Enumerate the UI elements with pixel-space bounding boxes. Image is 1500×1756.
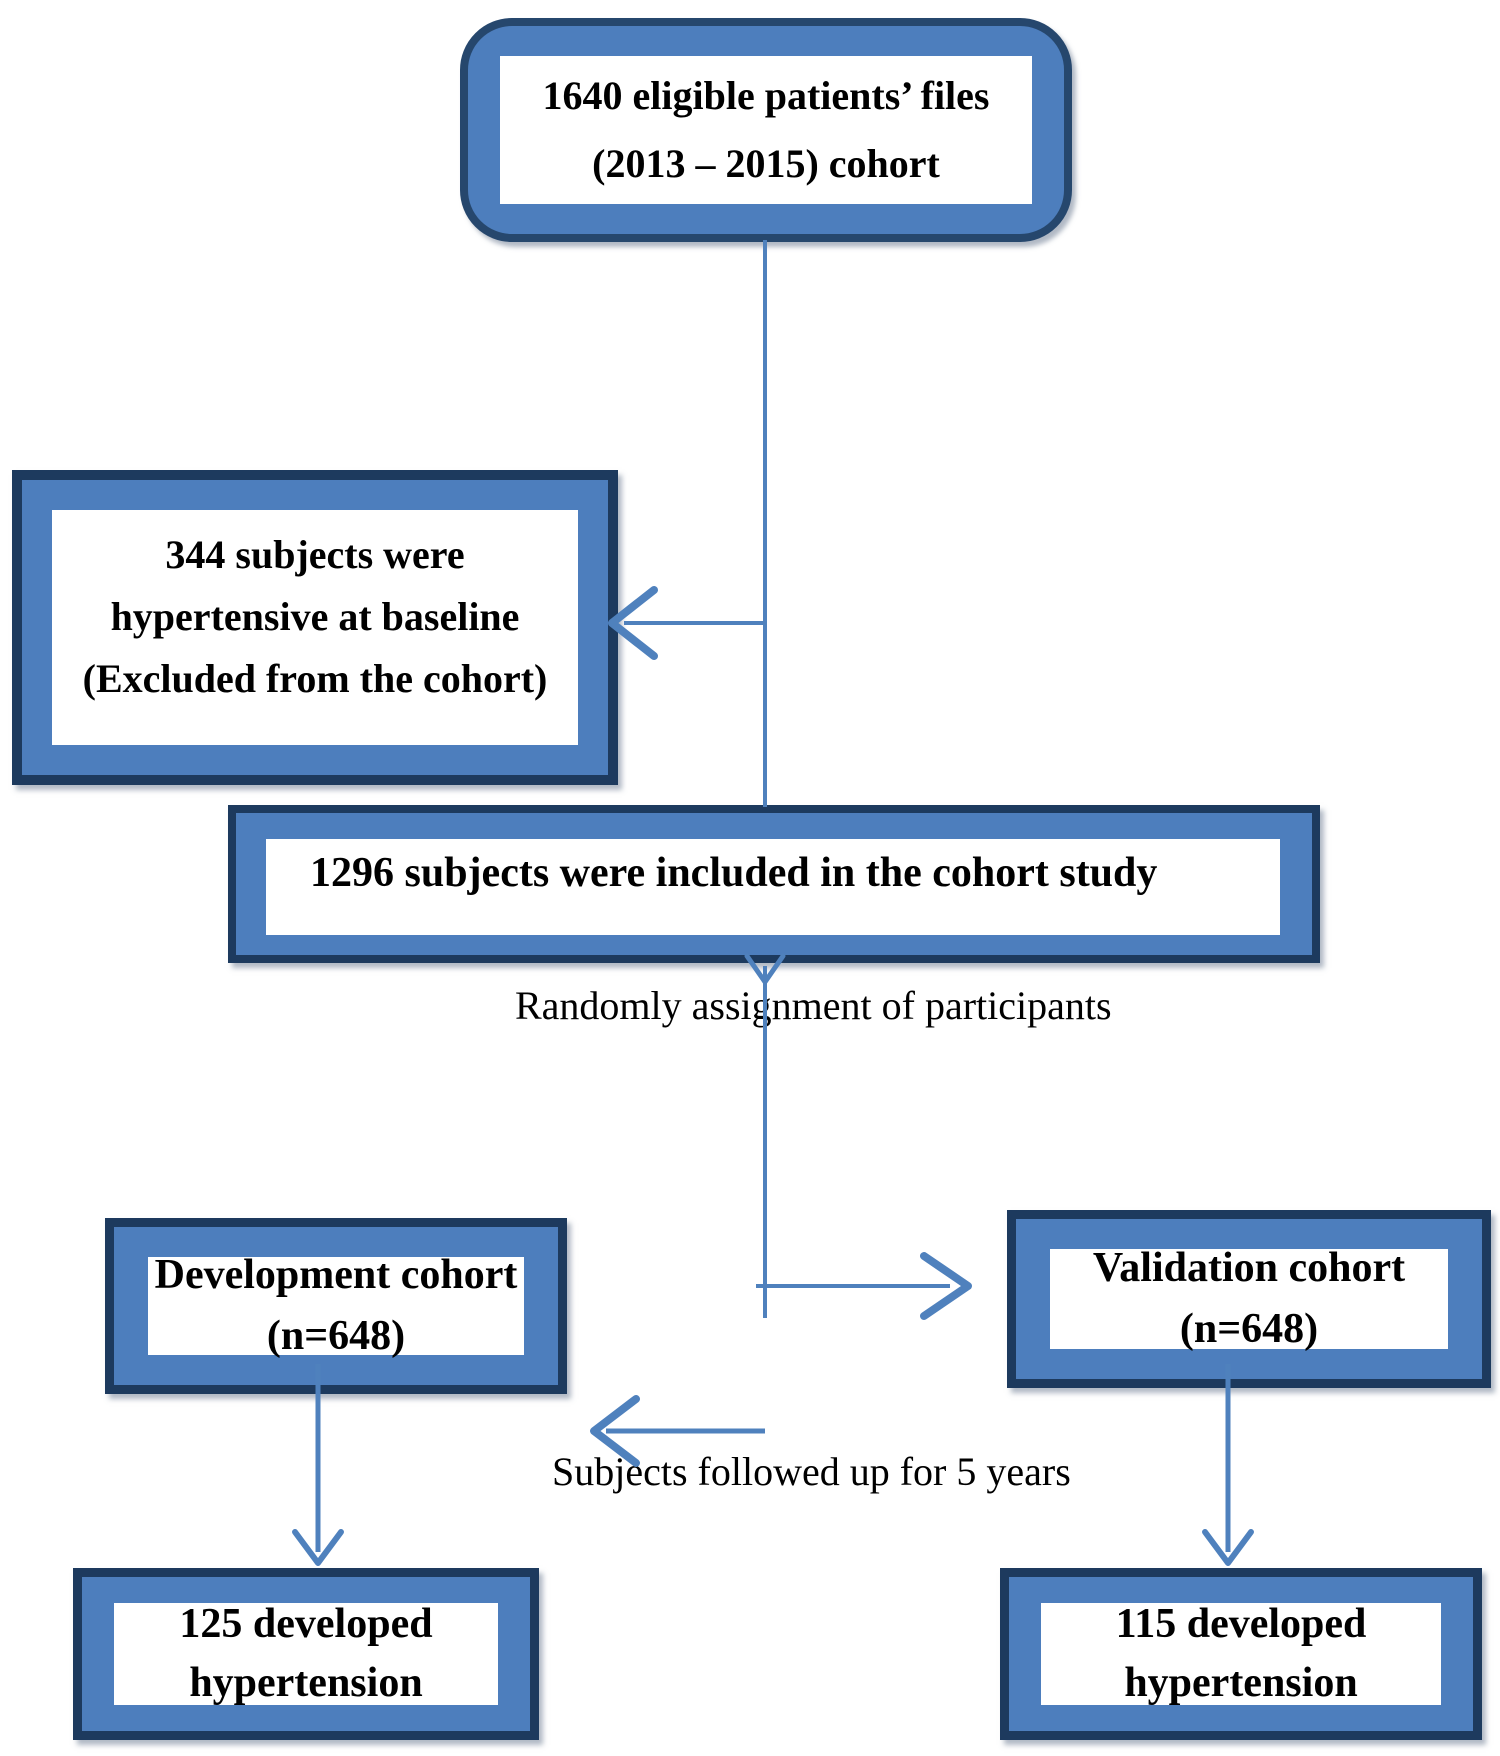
included-box-inner: 1296 subjects were included in the cohor…	[266, 839, 1280, 935]
excluded-line-1: 344 subjects were	[165, 532, 465, 577]
arrowhead-down-val-icon	[1202, 1529, 1254, 1566]
eligible-line-2: (2013 – 2015) cohort	[592, 141, 940, 187]
validation-cohort-box-inner: Validation cohort (n=648)	[1050, 1245, 1448, 1352]
arrowhead-left-icon	[608, 586, 658, 660]
arrowhead-down-dev-icon	[292, 1529, 344, 1566]
eligible-line-1: 1640 eligible patients’ files	[542, 72, 990, 118]
included-line-1: 1296 subjects were included in the cohor…	[310, 850, 1158, 896]
validation-line-1: Validation cohort	[1092, 1245, 1406, 1292]
development-outcome-box-inner: 125 developed hypertension	[114, 1601, 498, 1706]
included-box: 1296 subjects were included in the cohor…	[228, 805, 1320, 963]
validation-outcome-box-inner: 115 developed hypertension	[1041, 1601, 1441, 1706]
arrowhead-right-icon	[920, 1252, 972, 1320]
development-cohort-box: Development cohort (n=648)	[105, 1218, 567, 1394]
excluded-box-inner: 344 subjects were hypertensive at baseli…	[52, 510, 578, 745]
dev-outcome-line-2: hypertension	[189, 1660, 423, 1706]
validation-outcome-box: 115 developed hypertension	[1000, 1568, 1482, 1740]
validation-line-2: (n=648)	[1179, 1306, 1319, 1352]
excluded-box: 344 subjects were hypertensive at baseli…	[12, 470, 618, 785]
randomization-label: Randomly assignment of participants	[515, 983, 1112, 1028]
dev-outcome-line-1: 125 developed	[179, 1601, 433, 1648]
excluded-line-2: hypertensive at baseline	[110, 594, 520, 639]
development-outcome-box: 125 developed hypertension	[73, 1568, 539, 1740]
development-line-2: (n=648)	[266, 1313, 406, 1359]
eligible-patients-box-inner: 1640 eligible patients’ files (2013 – 20…	[500, 56, 1032, 204]
followup-label: Subjects followed up for 5 years	[552, 1449, 1071, 1494]
development-line-1: Development cohort	[154, 1252, 518, 1299]
development-cohort-box-inner: Development cohort (n=648)	[148, 1252, 524, 1359]
excluded-line-3: (Excluded from the cohort)	[82, 656, 548, 701]
val-outcome-line-2: hypertension	[1124, 1660, 1358, 1706]
eligible-patients-box: 1640 eligible patients’ files (2013 – 20…	[460, 18, 1072, 242]
validation-cohort-box: Validation cohort (n=648)	[1007, 1210, 1491, 1388]
val-outcome-line-1: 115 developed	[1115, 1601, 1367, 1648]
